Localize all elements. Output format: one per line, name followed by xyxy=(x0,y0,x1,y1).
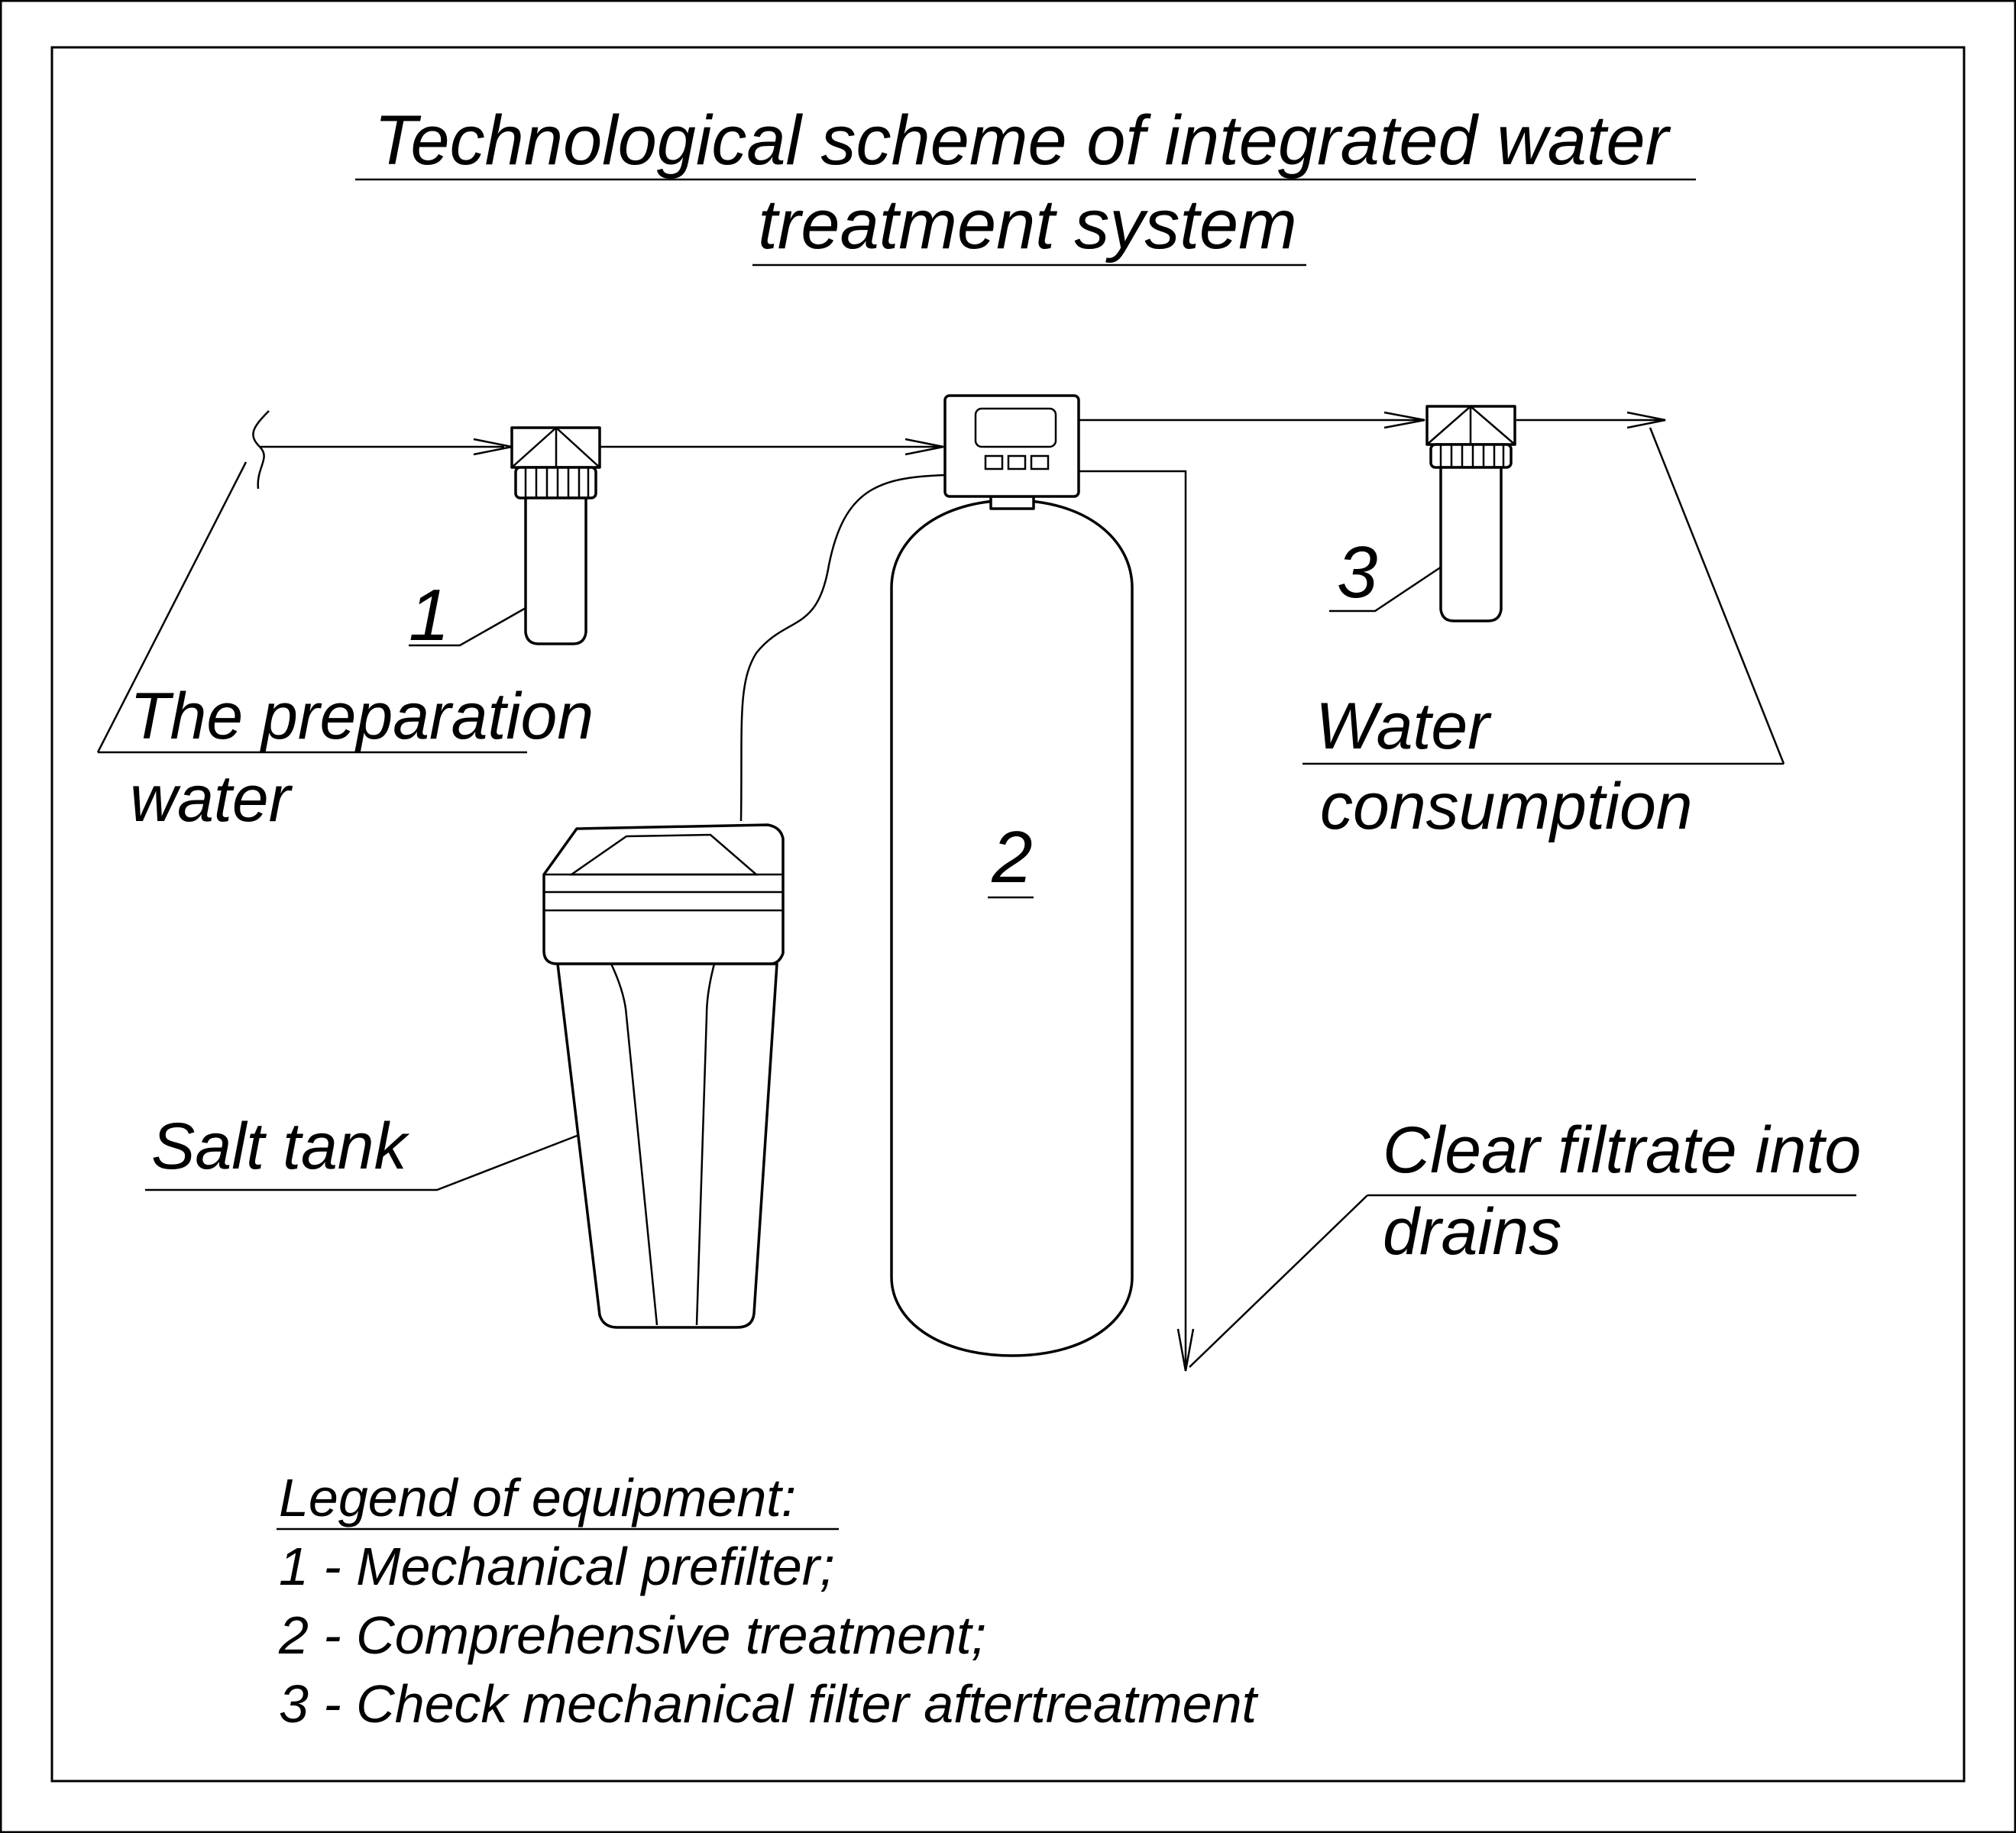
pressure-vessel-icon xyxy=(890,495,1134,1357)
comprehensive-treatment-unit xyxy=(890,394,1134,1357)
brine-tank-icon xyxy=(542,823,785,1329)
leader-lines xyxy=(96,427,1856,1368)
brine-line xyxy=(739,474,946,822)
legend-heading: Legend of equipment: xyxy=(279,1468,796,1528)
title-line-2: treatment system xyxy=(758,186,1297,263)
flow-arrow-to-softener xyxy=(904,438,944,456)
pipe-break-symbol xyxy=(252,410,270,490)
legend-item-2: 2 - Comprehensive treatment; xyxy=(278,1605,986,1665)
legend-item-1: 1 - Mechanical prefilter; xyxy=(279,1537,835,1596)
label-preparation-water-2: water xyxy=(130,762,293,836)
control-head-icon xyxy=(943,394,1080,498)
salt-tank xyxy=(542,823,785,1329)
label-drains-1: Clear filtrate into xyxy=(1383,1114,1861,1187)
aftertreatment-filter xyxy=(1425,405,1516,622)
label-salt-tank: Salt tank xyxy=(151,1110,410,1183)
equipment-number-1: 1 xyxy=(409,574,449,656)
label-preparation-water-1: The preparation xyxy=(130,680,594,753)
flow-arrow-outlet xyxy=(1626,411,1666,429)
label-drains-2: drains xyxy=(1383,1195,1561,1269)
piping xyxy=(252,410,1666,1372)
label-water-consumption-2: consumption xyxy=(1320,770,1693,843)
title-line-1: Technological scheme of integrated water xyxy=(374,102,1671,179)
flow-arrow-drain xyxy=(1176,1328,1195,1372)
cartridge-filter-icon xyxy=(1425,405,1516,622)
drawing-frame xyxy=(50,46,1966,1783)
legend-item-3: 3 - Check mechanical filter aftertreatme… xyxy=(279,1674,1259,1734)
cartridge-filter-icon xyxy=(510,426,601,645)
equipment-number-2: 2 xyxy=(991,816,1032,898)
diagram-title: Technological scheme of integrated water… xyxy=(355,102,1696,267)
legend: Legend of equipment: 1 - Mechanical pref… xyxy=(277,1468,1259,1734)
flow-arrow-to-filter3 xyxy=(1383,411,1425,429)
label-water-consumption-1: Water xyxy=(1315,690,1492,763)
equipment-number-3: 3 xyxy=(1337,532,1377,613)
mechanical-prefilter xyxy=(510,426,601,645)
